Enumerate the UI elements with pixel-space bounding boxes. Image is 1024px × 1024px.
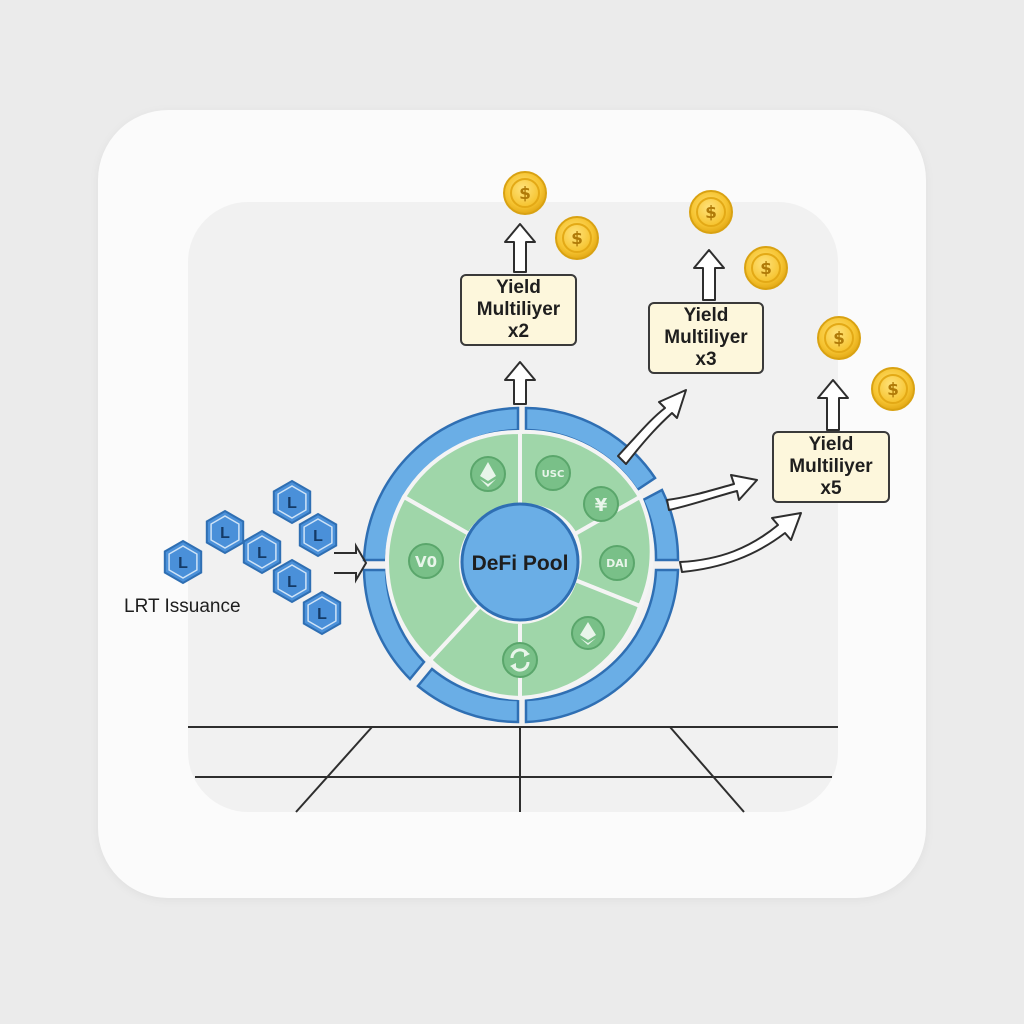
v0-token-icon: V0	[408, 543, 444, 579]
yield-box-line3: x2	[507, 321, 530, 342]
outer-ring-segment	[416, 667, 520, 724]
outer-ring-segment	[362, 568, 426, 681]
coin-glyph: $	[571, 229, 583, 249]
lrt-token-glyph: L	[317, 606, 327, 623]
yield-box-line1: Yield	[808, 434, 854, 455]
gold-coin-icon: $	[744, 246, 788, 290]
arrow-yield-x2-to-coins	[504, 223, 536, 273]
coin-glyph: $	[519, 184, 531, 204]
arrow-yield-x5-to-coins	[817, 379, 849, 431]
segment-icons: USC ¥ DAI V0	[408, 455, 635, 678]
refresh-token-icon	[502, 642, 538, 678]
yield-multiplier-x5-box: Yield Multiliyer x5	[772, 431, 890, 503]
lrt-token-glyph: L	[287, 574, 297, 591]
output-arrows	[504, 223, 849, 573]
yield-box-line3: x5	[820, 478, 842, 499]
usc-token-icon: USC	[535, 455, 571, 491]
arrow-yield-x3-to-coins	[693, 249, 725, 301]
gold-coin-icon: $	[817, 316, 861, 360]
yield-multiplier-x3-box: Yield Multiliyer x3	[648, 302, 764, 374]
yield-multiplier-x2-box: Yield Multiliyer x2	[460, 274, 577, 346]
defi-pool-label: DeFi Pool	[472, 552, 569, 575]
yield-box-line1: Yield	[496, 277, 541, 298]
lrt-token-icon: L	[205, 509, 245, 555]
outer-ring-segment	[524, 568, 680, 724]
yield-box-line3: x3	[695, 349, 717, 370]
arrow-to-yield-x5	[666, 474, 758, 511]
lrt-token-glyph: L	[178, 555, 188, 572]
svg-text:USC: USC	[542, 469, 565, 480]
lrt-token-glyph: L	[287, 495, 297, 512]
arrow-to-yield-x5-secondary	[679, 512, 802, 573]
floor-grid	[188, 726, 838, 813]
svg-text:¥: ¥	[595, 495, 608, 516]
lrt-issuance-label: LRT Issuance	[124, 596, 241, 617]
gold-coin-icon: $	[503, 171, 547, 215]
dai-token-icon: DAI	[599, 545, 635, 581]
svg-text:V0: V0	[415, 553, 437, 571]
inflow-arrow	[334, 542, 368, 584]
lrt-token-icon: L	[272, 479, 312, 525]
gold-coin-icon: $	[871, 367, 915, 411]
yield-box-line1: Yield	[683, 305, 729, 326]
arrow-to-yield-x2	[504, 361, 536, 405]
svg-text:DAI: DAI	[606, 557, 628, 570]
yen-token-icon: ¥	[583, 486, 619, 522]
lrt-token-icon: L	[163, 539, 203, 585]
coin-glyph: $	[833, 329, 845, 349]
yield-box-line2: Multiliyer	[476, 299, 561, 320]
coin-glyph: $	[887, 380, 899, 400]
gold-coin-icon: $	[555, 216, 599, 260]
coin-glyph: $	[705, 203, 717, 223]
lrt-token-glyph: L	[313, 528, 323, 545]
lrt-token-icon: L	[302, 590, 342, 636]
ethereum-icon	[470, 456, 506, 492]
defi-pool-center	[460, 502, 580, 622]
arrow-to-yield-x3	[617, 389, 687, 465]
lrt-token-glyph: L	[257, 545, 267, 562]
lrt-token-icon: L	[242, 529, 282, 575]
coin-glyph: $	[760, 259, 772, 279]
yield-box-line2: Multiliyer	[664, 327, 748, 348]
coins: $ $ $ $ $ $	[503, 171, 915, 411]
yield-box-line2: Multiliyer	[789, 456, 873, 477]
lrt-token-icon: L	[272, 558, 312, 604]
lrt-token-glyph: L	[220, 525, 230, 542]
ethereum-icon	[571, 616, 605, 650]
lrt-token-icon: L	[298, 512, 338, 558]
gold-coin-icon: $	[689, 190, 733, 234]
